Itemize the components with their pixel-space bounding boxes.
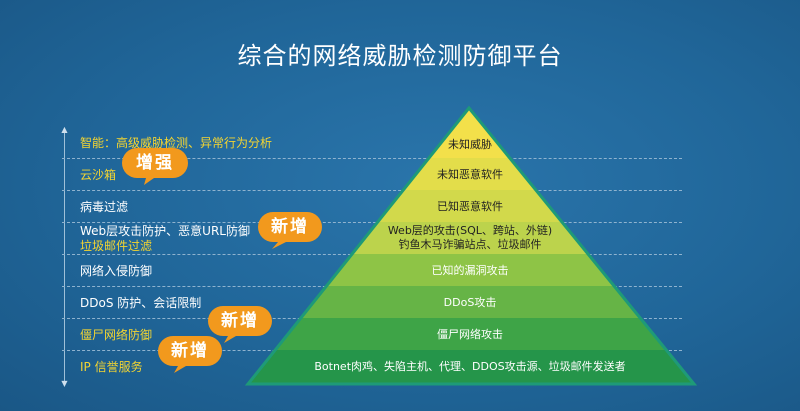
badge-enhanced: 增强 [120,146,190,186]
badge-new-botnet-text: 新增 [221,311,259,331]
label-web-protection: Web层攻击防护、恶意URL防御 [80,224,250,238]
badge-new-web-text: 新增 [271,217,309,237]
badge-new-ip: 新增 [156,334,224,374]
pyramid-label-unknown-threat: 未知威胁 [448,138,492,151]
pyramid-label-ip-reputation: Botnet肉鸡、失陷主机、代理、DDOS攻击源、垃圾邮件发送者 [314,360,626,373]
badge-new-web: 新增 [256,210,324,250]
pyramid-label-web-attack-2: 钓鱼木马诈骗站点、垃圾邮件 [398,238,542,251]
label-spam-filter: 垃圾邮件过滤 [80,239,153,253]
pyramid-label-known-malware: 已知恶意软件 [437,200,503,213]
label-ips: 网络入侵防御 [80,264,153,278]
label-botnet: 僵尸网络防御 [80,328,153,342]
page-title: 综合的网络威胁检测防御平台 [237,42,563,70]
label-virus-filter: 病毒过滤 [80,200,129,214]
row-divider [62,222,682,223]
pyramid-layer-ip-reputation [248,350,694,384]
badge-new-botnet: 新增 [206,304,274,344]
row-divider [62,190,682,191]
pyramid-label-unknown-malware: 未知恶意软件 [437,168,503,181]
arrow-down-icon: ▼ [61,379,68,388]
label-ddos: DDoS 防护、会话限制 [80,296,202,310]
label-cloud-sandbox: 云沙箱 [80,168,117,182]
pyramid-label-botnet: 僵尸网络攻击 [437,328,503,341]
pyramid-label-web-attack-1: Web层的攻击(SQL、跨站、外链) [387,224,553,237]
pyramid-label-ddos: DDoS攻击 [443,296,497,309]
badge-new-ip-text: 新增 [171,341,209,361]
pyramid-border [244,105,698,386]
scale-line [64,128,65,386]
badge-enhanced-text: 增强 [136,153,174,173]
arrow-up-icon: ▲ [61,125,68,134]
label-intelligence: 智能：高级威胁检测、异常行为分析 [80,136,273,150]
label-ip-reputation: IP 信誉服务 [80,360,143,374]
pyramid-layer-botnet [248,318,694,350]
pyramid-label-vulnerability: 已知的漏洞攻击 [431,264,509,277]
row-divider [62,158,682,159]
